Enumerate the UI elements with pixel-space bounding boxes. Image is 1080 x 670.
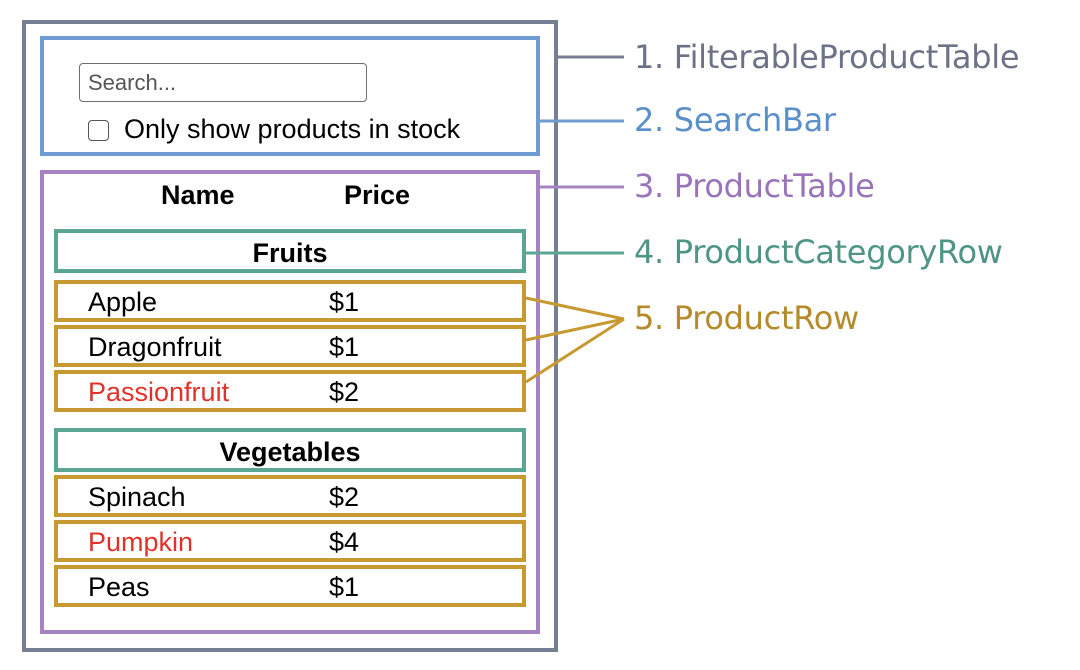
product-row: Pumpkin $4: [54, 520, 526, 562]
product-price: $1: [329, 332, 360, 362]
product-row: Spinach $2: [54, 475, 526, 517]
product-name: Pumpkin: [88, 527, 194, 557]
product-row: Passionfruit $2: [54, 370, 526, 412]
category-row-fruits: Fruits: [54, 229, 526, 273]
product-row: Dragonfruit $1: [54, 325, 526, 367]
label-product-row: 5. ProductRow: [634, 299, 859, 337]
product-name: Apple: [88, 287, 158, 317]
product-row: Apple $1: [54, 280, 526, 322]
in-stock-label: Only show products in stock: [124, 114, 461, 144]
label-product-table: 3. ProductTable: [634, 167, 875, 205]
product-price: $1: [329, 287, 360, 317]
category-row-vegetables: Vegetables: [54, 428, 526, 472]
label-filterable-product-table: 1. FilterableProductTable: [634, 38, 1020, 76]
product-name: Spinach: [88, 482, 186, 512]
product-name: Passionfruit: [88, 377, 230, 407]
in-stock-checkbox[interactable]: [88, 120, 109, 141]
column-header-name: Name: [161, 180, 235, 210]
product-row: Peas $1: [54, 565, 526, 607]
product-name: Peas: [88, 572, 150, 602]
connector-product-row-3: [525, 317, 625, 384]
label-product-category-row: 4. ProductCategoryRow: [634, 233, 1003, 271]
product-name: Dragonfruit: [88, 332, 222, 362]
search-bar-box: [40, 36, 540, 156]
search-input[interactable]: [79, 63, 367, 102]
product-table-box: [40, 170, 540, 634]
product-price: $4: [329, 527, 360, 557]
label-search-bar: 2. SearchBar: [634, 101, 836, 139]
product-price: $1: [329, 572, 360, 602]
connector-product-row-2: [525, 317, 625, 342]
product-price: $2: [329, 482, 360, 512]
product-price: $2: [329, 377, 360, 407]
column-header-price: Price: [344, 180, 411, 210]
filterable-product-table-box: [22, 20, 558, 652]
connector-product-row-1: [525, 296, 625, 321]
